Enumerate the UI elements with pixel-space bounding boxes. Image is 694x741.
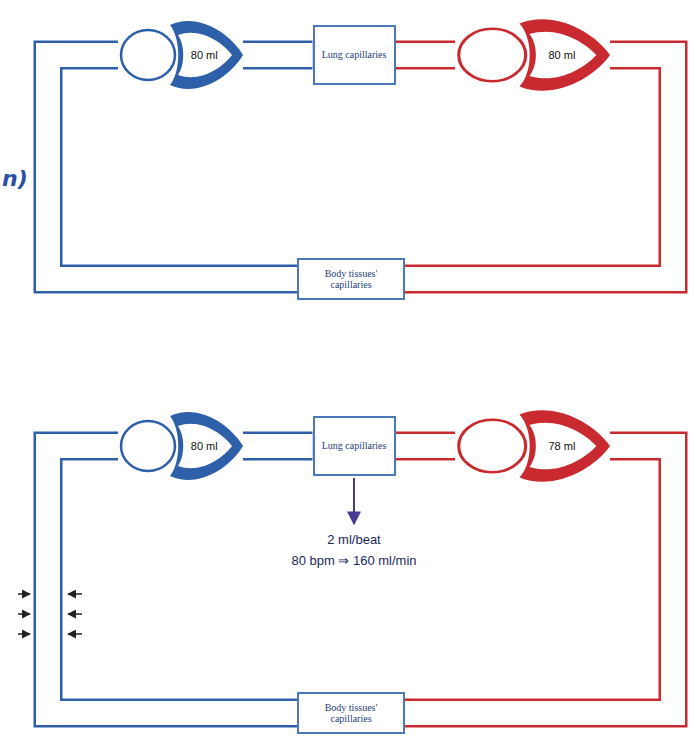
pump-shape	[455, 13, 610, 97]
leak-note: 80 bpm ⇒ 160 ml/min	[291, 553, 416, 568]
pump-shape	[118, 15, 243, 95]
capillary-box: Lung capillaries	[313, 416, 396, 476]
leak-note: 2 ml/beat	[327, 532, 380, 547]
capillary-box: Body tissues' capillaries	[297, 692, 405, 734]
vessel-tube	[243, 55, 313, 56]
squeeze-arrows	[18, 594, 82, 634]
pump-shape	[455, 404, 610, 488]
volume-value: 78 ml	[548, 440, 575, 452]
vessel-tube	[396, 55, 456, 56]
box-label: Body tissues' capillaries	[299, 266, 403, 293]
heart-pump: 80 ml	[118, 15, 243, 95]
capillary-box: Body tissues' capillaries	[297, 258, 405, 300]
heart-pump: 78 ml	[455, 404, 610, 488]
pump-shape	[118, 406, 243, 486]
leak-arrow	[353, 478, 355, 524]
vessel-tube	[396, 446, 456, 447]
box-label: Lung capillaries	[318, 438, 391, 454]
vessel-tube	[48, 55, 297, 279]
volume-value: 80 ml	[191, 440, 218, 452]
heart-pump: 80 ml	[118, 406, 243, 486]
cut-heading: n)	[2, 166, 28, 191]
capillary-box: Lung capillaries	[313, 25, 396, 85]
vessel-tube	[243, 446, 313, 447]
box-label: Lung capillaries	[318, 47, 391, 63]
box-label: Body tissues' capillaries	[299, 700, 403, 727]
heart-pump: 80 ml	[455, 13, 610, 97]
vessel-tube	[405, 446, 673, 713]
volume-value: 80 ml	[191, 49, 218, 61]
volume-value: 80 ml	[548, 49, 575, 61]
vessel-tube	[48, 446, 297, 713]
